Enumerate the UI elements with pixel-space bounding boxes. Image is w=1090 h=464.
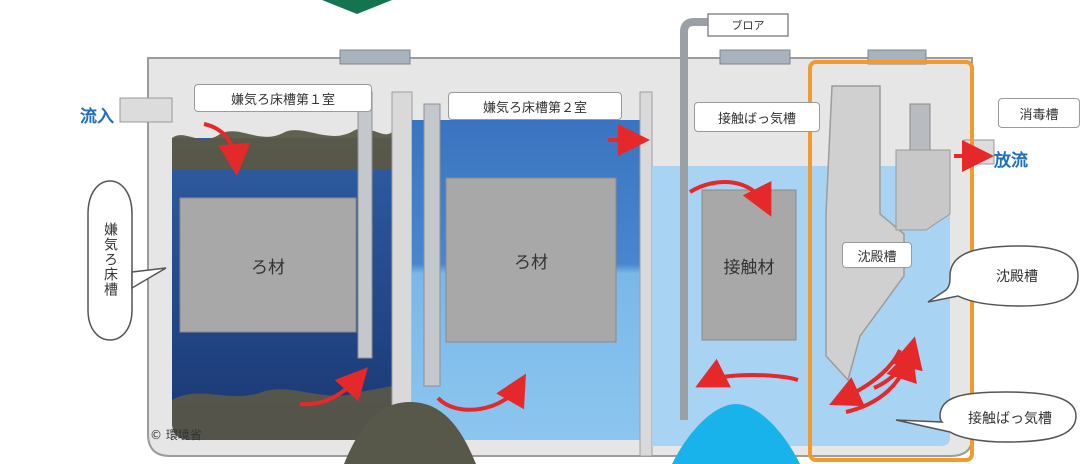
inflow-pipe <box>119 97 173 123</box>
label-blower: ブロア <box>731 19 765 32</box>
callout-settling-text: 沈殿槽 <box>996 269 1038 285</box>
arrow-chamber2-bottom <box>436 373 526 412</box>
label-disinfection: 消毒槽 <box>998 98 1080 128</box>
media-label-chamber2: ろ材 <box>514 252 548 273</box>
divider-wall-1 <box>391 91 413 457</box>
bottom-mound-left <box>344 402 476 464</box>
callout-bubble-right <box>927 245 1079 307</box>
label-aeration: 接触ばっ気槽 <box>694 102 820 132</box>
callout-bubble-left-tail <box>131 267 167 290</box>
arrow-aeration-bottom <box>695 358 799 388</box>
copyright-credit: © 環境省 <box>150 428 202 442</box>
air-pipe <box>680 18 716 420</box>
label-chamber1: 嫌気ろ床槽第１室 <box>194 84 372 112</box>
outflow-pipe <box>963 139 995 165</box>
chamber1-sludge <box>172 386 392 440</box>
manhole-cover-1 <box>339 49 411 65</box>
top-green-shape <box>322 0 392 14</box>
callout-aeration-text: 接触ばっ気槽 <box>968 411 1052 427</box>
arrow-chamber1-bottom <box>299 367 369 407</box>
divider-wall-2 <box>639 91 653 457</box>
flow-arrows <box>203 122 994 414</box>
callout-bubble-bottom <box>895 391 1077 443</box>
disinfection-outlet <box>895 149 951 231</box>
callout-bubble-left <box>87 180 133 341</box>
chamber2-media-block <box>445 177 617 343</box>
label-settling: 沈殿槽 <box>842 242 912 268</box>
media-label-chamber1: ろ材 <box>251 257 285 278</box>
blower-box <box>707 13 789 37</box>
settling-funnel <box>825 85 905 382</box>
inflow-label: 流入 <box>80 107 114 127</box>
outflow-label: 放流 <box>994 151 1028 171</box>
chamber1-media-block <box>179 197 357 333</box>
chamber2-pipe <box>423 103 441 387</box>
arrow-settling-return-2 <box>845 348 917 414</box>
chamber1-pipe <box>357 91 373 359</box>
manhole-cover-2 <box>719 49 791 65</box>
media-label-aeration: 接触材 <box>723 257 775 278</box>
arrow-inflow-curve <box>203 122 251 176</box>
label-chamber2: 嫌気ろ床槽第２室 <box>448 92 622 120</box>
bottom-mound-right <box>672 404 800 464</box>
callout-anaerobic-text: 嫌気ろ床槽 <box>102 222 118 297</box>
arrow-aeration-top <box>688 179 772 217</box>
